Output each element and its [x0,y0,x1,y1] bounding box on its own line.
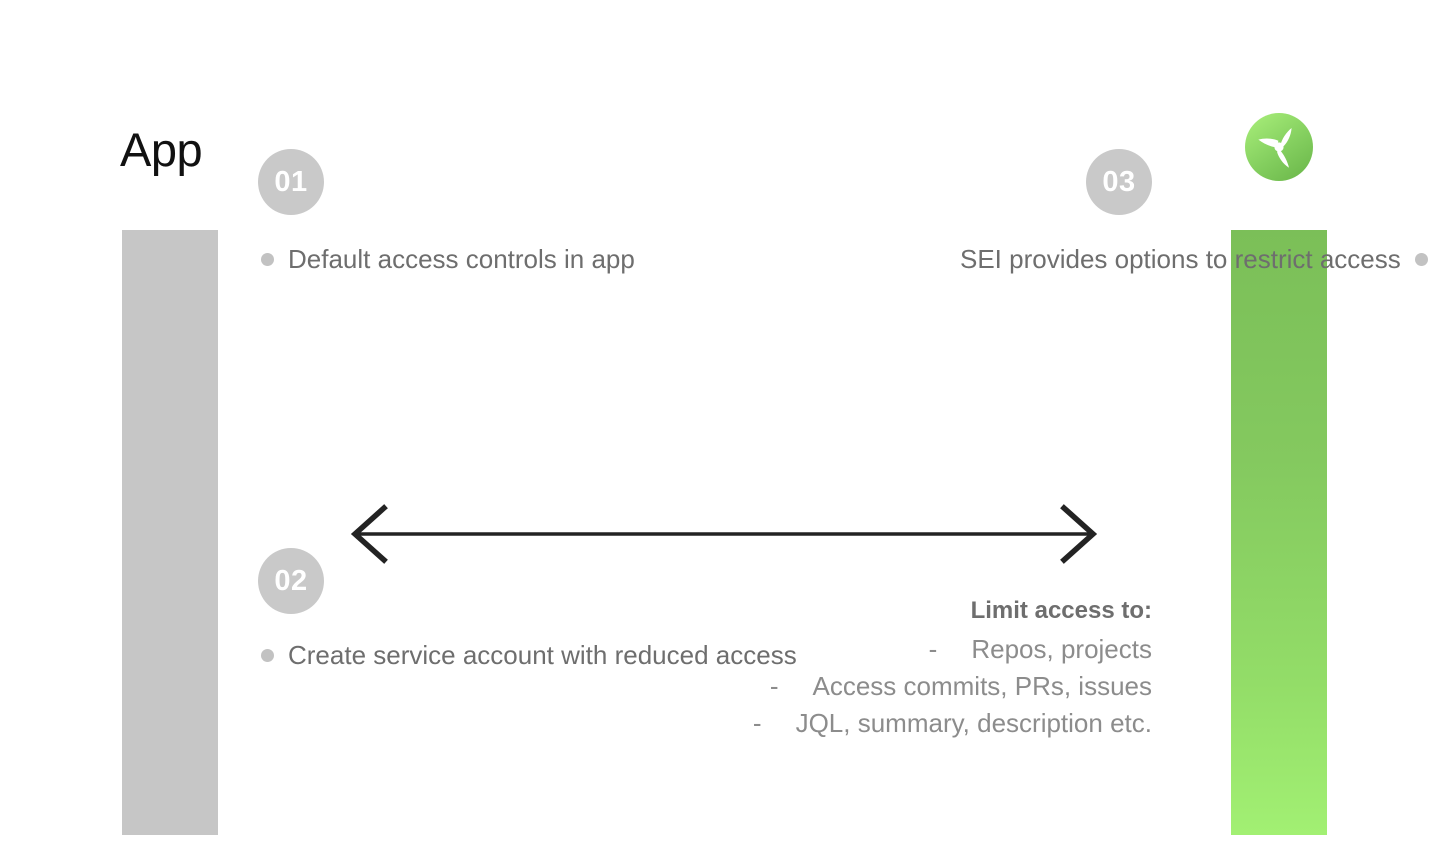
bullet-dot-icon [1414,253,1428,266]
step-item-03: SEI provides options to restrict access [960,241,1428,278]
step-badge-03: 03 [1086,149,1152,215]
step-text-02: Create service account with reduced acce… [288,640,797,670]
limit-access-item-3: JQL, summary, description etc. [795,708,1152,738]
step-text-03: SEI provides options to restrict access [960,244,1401,274]
sei-column-bar [1231,230,1327,835]
list-dash: - [752,708,762,738]
page-title: App [120,123,203,176]
bullet-dot-icon [261,253,274,266]
bullet-dot-icon [261,649,274,662]
propeller-logo-icon [1244,112,1314,182]
step-text-01: Default access controls in app [288,244,635,274]
step-item-01: Default access controls in app [261,241,635,278]
list-dash: - [928,634,938,664]
step-badge-02: 02 [258,548,324,614]
step-item-02: Create service account with reduced acce… [261,637,797,674]
step-badge-01: 01 [258,149,324,215]
limit-access-item-2: Access commits, PRs, issues [812,671,1152,701]
list-dash: - [769,671,779,701]
limit-access-row: - Repos, projects [640,631,1152,668]
limit-access-row: - Access commits, PRs, issues [640,668,1152,705]
app-column-bar [122,230,218,835]
limit-access-item-1: Repos, projects [971,634,1152,664]
limit-access-title: Limit access to: [970,597,1152,624]
bidirectional-arrow [348,504,1100,564]
limit-access-block: Limit access to: - Repos, projects - Acc… [640,594,1152,742]
limit-access-row: - JQL, summary, description etc. [640,705,1152,742]
